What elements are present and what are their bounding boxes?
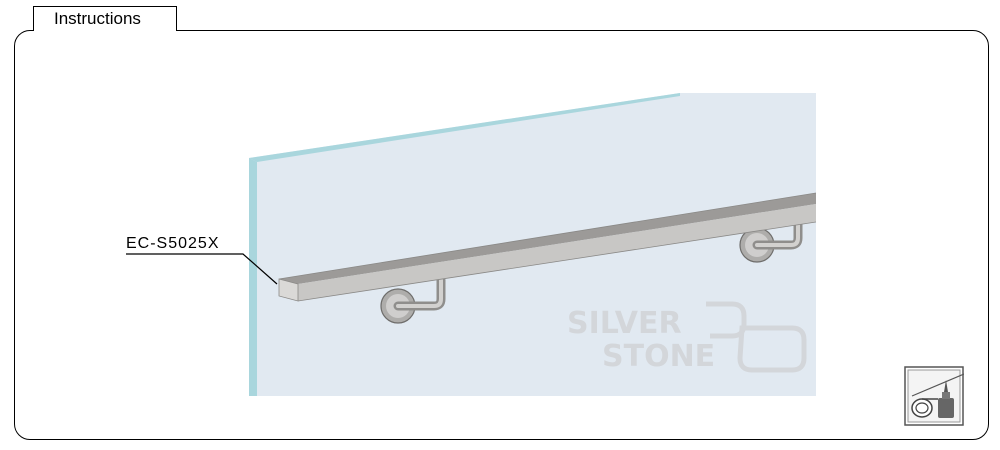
silver-stone-watermark: SILVER STONE xyxy=(567,301,807,374)
part-number-label: EC-S5025X xyxy=(126,235,220,252)
watermark-line-2: STONE xyxy=(602,339,715,374)
instructions-tab[interactable]: Instructions xyxy=(33,6,177,30)
handrail-bar xyxy=(278,192,817,302)
glue-bottle-and-pipe-icon xyxy=(904,366,964,426)
part-leader-line xyxy=(126,253,278,285)
watermark-line-1: SILVER xyxy=(567,306,682,341)
right-bracket xyxy=(739,215,803,263)
instructions-tab-label: Instructions xyxy=(54,9,141,28)
left-bracket xyxy=(380,275,446,324)
